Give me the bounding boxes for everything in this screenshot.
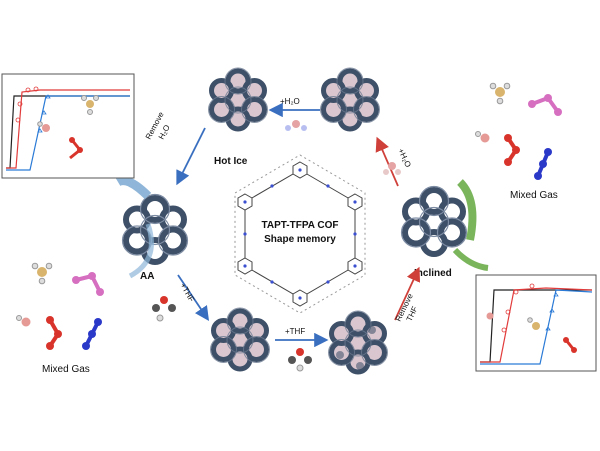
aa-label: AA	[140, 271, 154, 282]
curve-arrow-right-green	[456, 179, 477, 241]
inclined-label: Inclined	[414, 268, 452, 279]
thf-stacked-cof-structure	[329, 311, 388, 372]
hot-ice-label: Hot Ice	[214, 156, 248, 167]
label-add-h2o-top: +H₂O	[280, 97, 300, 106]
left-mixed-gas-label: Mixed Gas	[42, 364, 90, 375]
right-mixed-gas-molecules	[475, 82, 562, 180]
center-title-line2: Shape memory	[264, 234, 336, 245]
central-molecular-framework	[234, 154, 366, 314]
thf-cof-structure	[211, 308, 270, 369]
center-title-line1: TAPT-TFPA COF	[261, 220, 338, 231]
left-mixed-gas-molecules	[16, 262, 104, 350]
arrow-remove-h2o	[176, 127, 206, 186]
left-inset-molecules	[37, 95, 99, 160]
inclined-cof-structure	[402, 187, 467, 255]
arrow-add-h2o-right	[375, 136, 399, 187]
aa-cof-structure	[123, 195, 188, 263]
right-inset-plot	[475, 274, 597, 372]
thf-molecule-bottom	[288, 348, 312, 372]
label-add-h2o-right: +H₂O	[396, 147, 413, 169]
label-add-thf-bottom: +THF	[285, 327, 305, 336]
right-mixed-gas-label: Mixed Gas	[510, 190, 558, 201]
hot-ice-cof-structure	[209, 68, 268, 129]
label-add-thf-left: +THF	[178, 282, 196, 304]
thf-molecule-left	[152, 296, 176, 322]
arrow-remove-thf	[394, 266, 421, 321]
hydrated-cof-structure	[321, 68, 380, 129]
water-molecule-top	[285, 120, 307, 131]
water-molecule-right	[383, 162, 401, 175]
curve-arrow-left	[115, 176, 152, 200]
curve-arrow-right-green-lower	[452, 247, 489, 271]
curve-arrow-left-lower	[128, 223, 154, 279]
arrow-add-thf-left	[177, 274, 210, 321]
left-inset-plot	[1, 73, 135, 179]
